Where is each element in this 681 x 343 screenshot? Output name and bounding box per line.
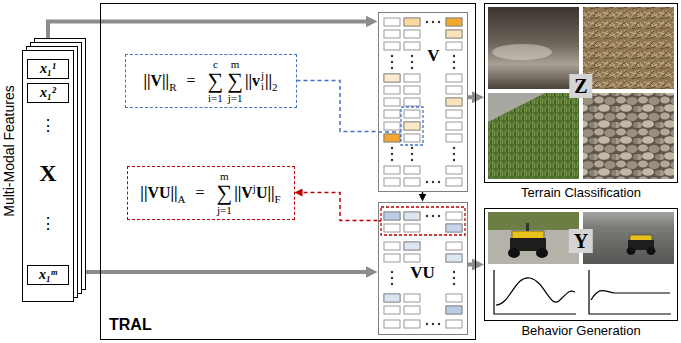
module-label: TRAL [109,316,152,334]
formula-group: ||VU|| [140,184,177,202]
image-panel: YBehavior Generation [484,208,678,321]
formula-group: A [178,184,186,202]
output-symbol: Y [569,229,593,253]
matrix-label: V [421,46,447,66]
formula-group: m∑j=1 [217,170,233,216]
formula-token: i [261,81,264,92]
matrix-panel: VU [378,202,468,335]
formula-group: || [265,72,272,90]
formula-group: R [169,72,176,90]
formula-group: ||v [245,72,260,90]
matrix-symbol: X [23,159,73,187]
ellipsis: ⋮ [23,215,73,233]
formula-token: 2 [272,81,278,93]
formula-group: c∑i=1 [208,58,224,104]
formula-group: m∑j=1 [227,58,243,104]
norm-formula-box: ||VU||A = m∑j=1||VjU||F [127,166,295,220]
formula-group: 2 [272,72,278,90]
formula-token: ∑ [208,70,224,92]
caption: Behavior Generation [485,323,677,338]
formula-token: ||VU|| [140,184,177,201]
feature-stack: Multi-Modal Featuresx₁¹x₁²⋮X⋮x₁ᵐ [22,50,74,302]
formula-token: ∑ [217,182,233,204]
formula-token: F [275,193,281,205]
robot-photos [488,212,674,264]
formula-token: j [253,182,256,194]
formula-token: A [178,193,186,205]
formula-token: ||V|| [143,72,169,89]
terrain-photos [488,7,674,179]
formula-token: = [186,72,195,89]
formula-token: m [231,58,240,70]
formula-token: ||v [245,72,260,89]
formula-group: = [191,184,210,202]
norm-formula-box: ||V||R=c∑i=1m∑j=1||vji||2 [125,54,297,108]
formula-group: j [253,184,256,202]
axis-label: Multi-Modal Features [1,85,17,217]
formula-token: i=1 [208,92,223,104]
feature-entry: x₁¹ [27,59,69,79]
formula-group: ji [261,70,264,92]
formula-token: m [220,170,229,182]
output-symbol: Z [569,74,592,98]
image-panel: ZTerrain Classification [484,3,678,183]
formula-token: || [265,72,272,89]
formula-group: = [181,72,200,90]
connector [297,81,378,132]
connector [74,270,369,274]
ellipsis: ⋮ [23,117,73,135]
formula-token: R [169,81,176,93]
matrix-v-cells [378,18,462,186]
matrix-panel: V [378,12,468,192]
connector [422,192,424,197]
connector [468,263,476,267]
formula-token: = [196,184,205,201]
formula-token: j=1 [217,204,232,216]
feature-entry: x₁ᵐ [27,265,69,285]
module-frame: TRAL||V||R=c∑i=1m∑j=1||vji||2V||VU||A=m∑… [100,3,476,340]
formula-token: c [213,58,218,70]
formula-token: U|| [256,184,275,201]
formula-token: ∑ [227,70,243,92]
connector [468,95,476,99]
formula-group: U|| [256,184,275,202]
behavior-plots [494,270,671,314]
formula-group: ||V|| [143,72,169,90]
formula-group: F [275,184,281,202]
formula-token: ||V [234,184,253,201]
formula-token: j [261,70,264,81]
caption: Terrain Classification [485,185,677,200]
connector [300,193,378,221]
formula-token: j=1 [228,92,243,104]
feature-entry: x₁² [27,83,69,103]
matrix-label: VU [379,263,467,283]
connector [48,22,369,51]
formula-group: ||V [234,184,253,202]
